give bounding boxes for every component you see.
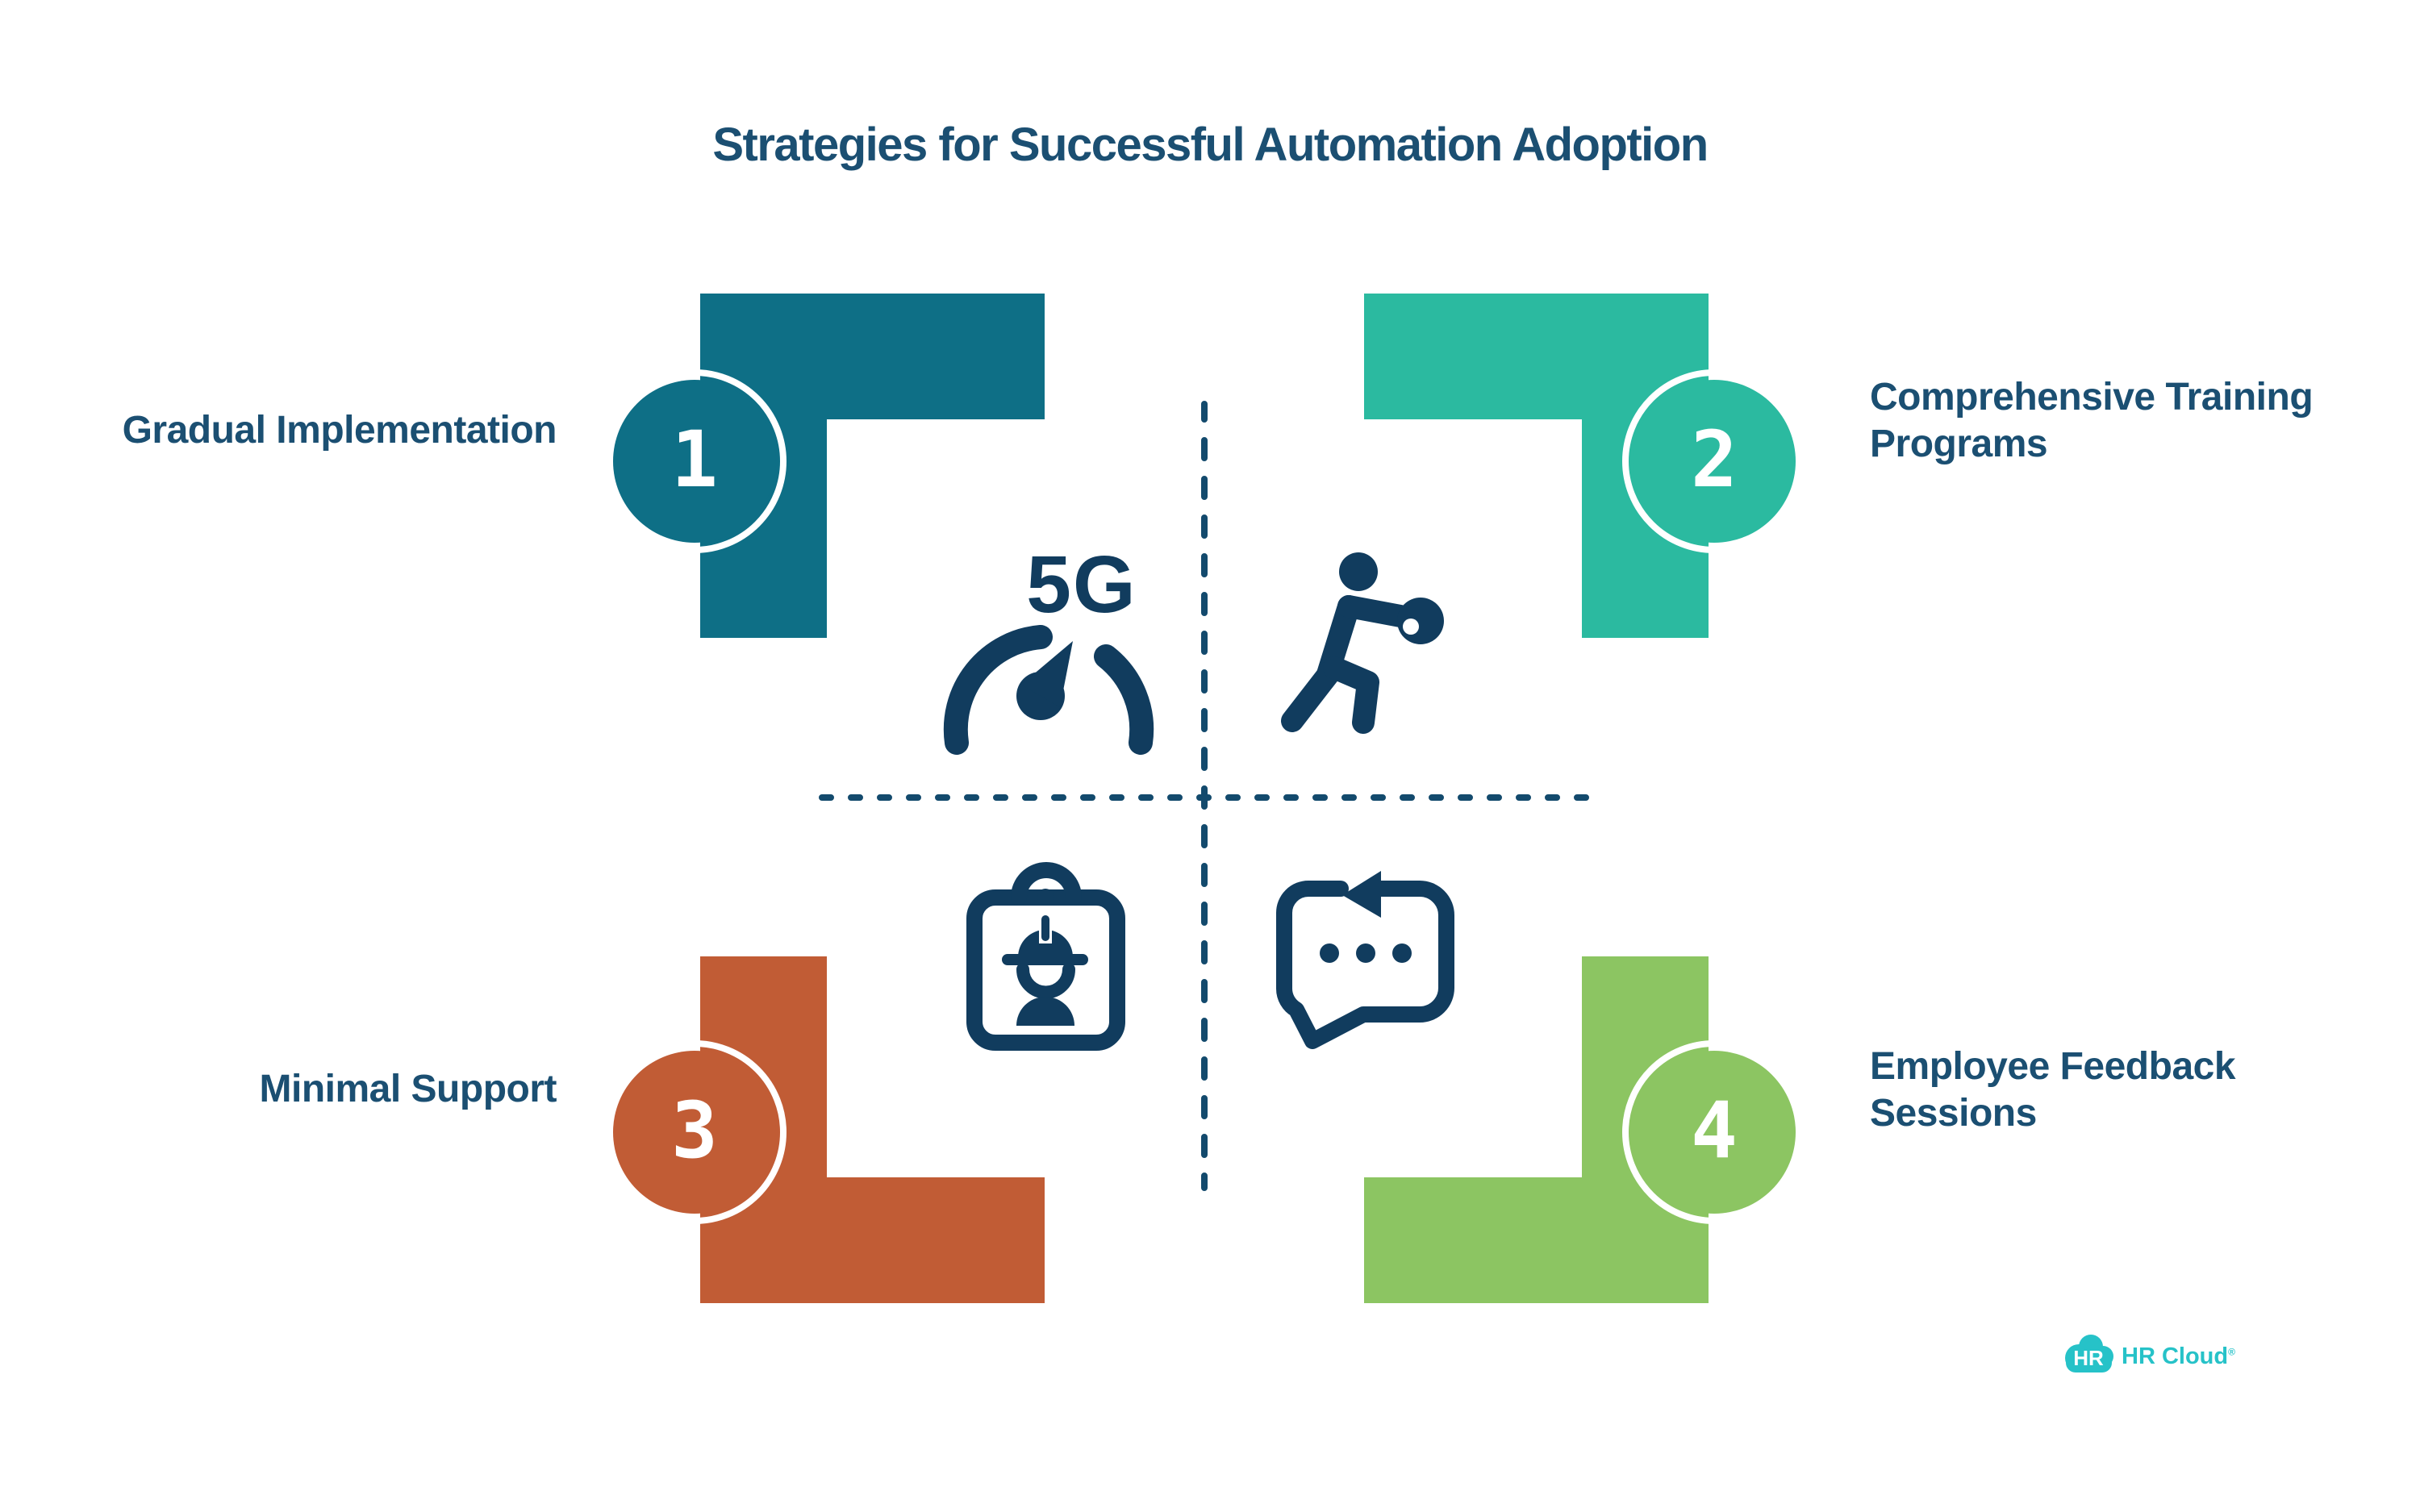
label-gradual-implementation: Gradual Implementation: [122, 409, 557, 452]
boxer-arm: [1337, 595, 1412, 627]
badge-2-number: 2: [1691, 414, 1738, 505]
cloud-base: [2066, 1352, 2112, 1372]
badge-2-ring: [1622, 369, 1806, 553]
badge-3-circle: [613, 1051, 776, 1214]
quadrant-4-shape: [1364, 956, 1709, 1303]
logo-badge-text: HR: [2073, 1346, 2104, 1370]
feedback-chat-icon: [1275, 871, 1454, 1049]
label-employee-feedback-sessions: Employee Feedback Sessions: [1870, 1045, 2236, 1135]
chat-loop-arrowhead: [1342, 871, 1381, 918]
badge-2: [1622, 369, 1806, 553]
quadrant-1-shape: [700, 294, 1045, 638]
badge-3: [603, 1040, 786, 1224]
clipboard-clip: [1011, 862, 1082, 906]
badge-3-ring: [603, 1040, 786, 1224]
clipboard-clip-hole: [1037, 889, 1054, 905]
page-title: Strategies for Successful Automation Ado…: [712, 119, 1709, 171]
badge-2-circle: [1633, 380, 1796, 543]
label-minimal-support: Minimal Support: [259, 1068, 557, 1110]
badge-1-circle: [613, 380, 776, 543]
logo-wordmark: HR Cloud®: [2122, 1343, 2235, 1370]
gauge-left-arc: [943, 625, 1053, 755]
chat-bubble-outline: [1275, 881, 1454, 1049]
chat-dot-2: [1356, 943, 1375, 963]
gauge-5g-text: 5G: [1026, 539, 1137, 630]
badge-1-ring: [603, 369, 786, 553]
5g-speedometer-icon: 5G: [943, 539, 1154, 755]
badge-4-ring: [1622, 1040, 1806, 1224]
registered-mark: ®: [2228, 1346, 2235, 1358]
quadrant-3-shape: [700, 956, 1045, 1303]
boxer-back-leg: [1281, 660, 1342, 732]
badge-1-number: 1: [671, 414, 718, 505]
chat-dot-1: [1320, 943, 1339, 963]
worker-face: [1016, 963, 1075, 999]
boxer-front-leg: [1323, 656, 1379, 734]
gauge-right-arc: [1094, 644, 1154, 755]
quadrant-2-shape: [1364, 294, 1709, 638]
boxer-head: [1339, 552, 1378, 591]
badge-4: [1622, 1040, 1806, 1224]
label-comprehensive-training-programs: Comprehensive Training Programs: [1870, 376, 2314, 465]
boxer-glove-hole: [1403, 619, 1419, 635]
chat-dot-3: [1392, 943, 1412, 963]
worker-clipboard-icon: [966, 862, 1125, 1051]
worker-shoulders: [1016, 997, 1074, 1026]
logo-wordmark-text: HR Cloud: [2122, 1343, 2229, 1369]
badge-4-circle: [1633, 1051, 1796, 1214]
gauge-needle-tip: [1021, 641, 1073, 707]
boxer-glove: [1397, 598, 1444, 644]
badge-4-number: 4: [1691, 1085, 1738, 1176]
badge-3-number: 3: [671, 1085, 718, 1176]
boxing-training-icon: [1281, 552, 1444, 734]
hr-cloud-logo: HR: [2065, 1335, 2113, 1372]
badge-1: [603, 369, 786, 553]
